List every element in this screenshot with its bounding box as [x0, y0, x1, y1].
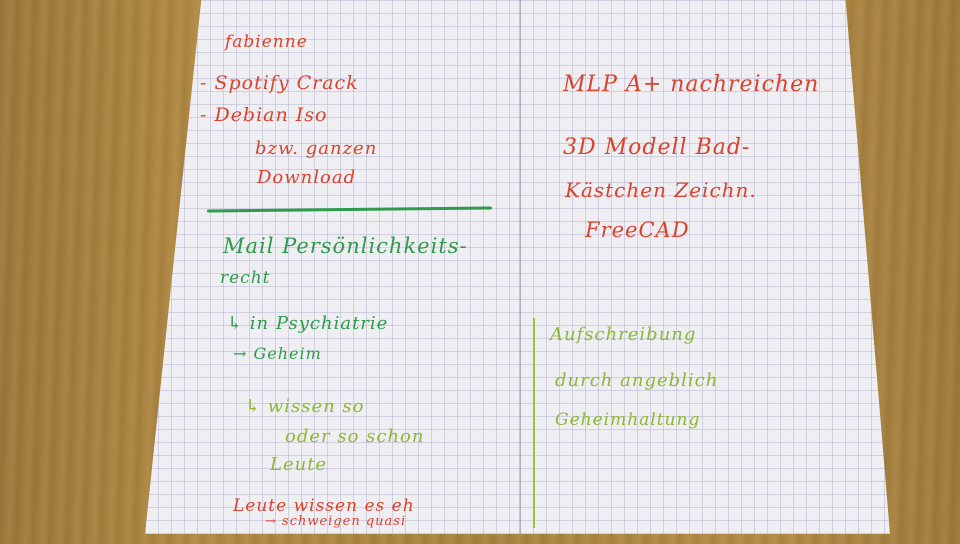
item-spotify: - Spotify Crack [200, 72, 359, 94]
nested-point-2: oder so schon [285, 426, 425, 447]
section-title-2: recht [220, 268, 271, 288]
sub-point-1: ↳ in Psychiatrie [227, 313, 389, 334]
item-debian: - Debian Iso [200, 104, 328, 126]
item-continuation-1: bzw. ganzen [255, 138, 378, 159]
green-note-2: durch angeblich [555, 370, 719, 391]
heading-fabienne: fabienne [225, 32, 308, 52]
item-continuation-2: Download [257, 167, 357, 188]
bottom-note-2: → schweigen quasi [265, 514, 407, 529]
nested-point-3: Leute [270, 454, 328, 475]
nested-point-1: ↳ wissen so [245, 396, 365, 417]
right-line-mlp: MLP A+ nachreichen [563, 72, 820, 97]
bottom-note-1: Leute wissen es eh [233, 496, 415, 516]
green-note-3: Geheimhaltung [555, 410, 701, 430]
section-title-1: Mail Persönlichkeits- [223, 234, 468, 258]
vertical-divider [533, 318, 535, 528]
right-line-freecad: FreeCAD [585, 218, 690, 242]
right-line-kaestchen: Kästchen Zeichn. [565, 178, 757, 202]
right-line-3d-model: 3D Modell Bad- [563, 135, 751, 160]
sub-point-2: → Geheim [233, 344, 322, 363]
green-note-1: Aufschreibung [550, 324, 697, 345]
notebook: fabienne - Spotify Crack - Debian Iso bz… [145, 0, 890, 544]
notebook-spine [519, 0, 521, 534]
left-page [145, 0, 520, 534]
right-page [520, 0, 890, 534]
